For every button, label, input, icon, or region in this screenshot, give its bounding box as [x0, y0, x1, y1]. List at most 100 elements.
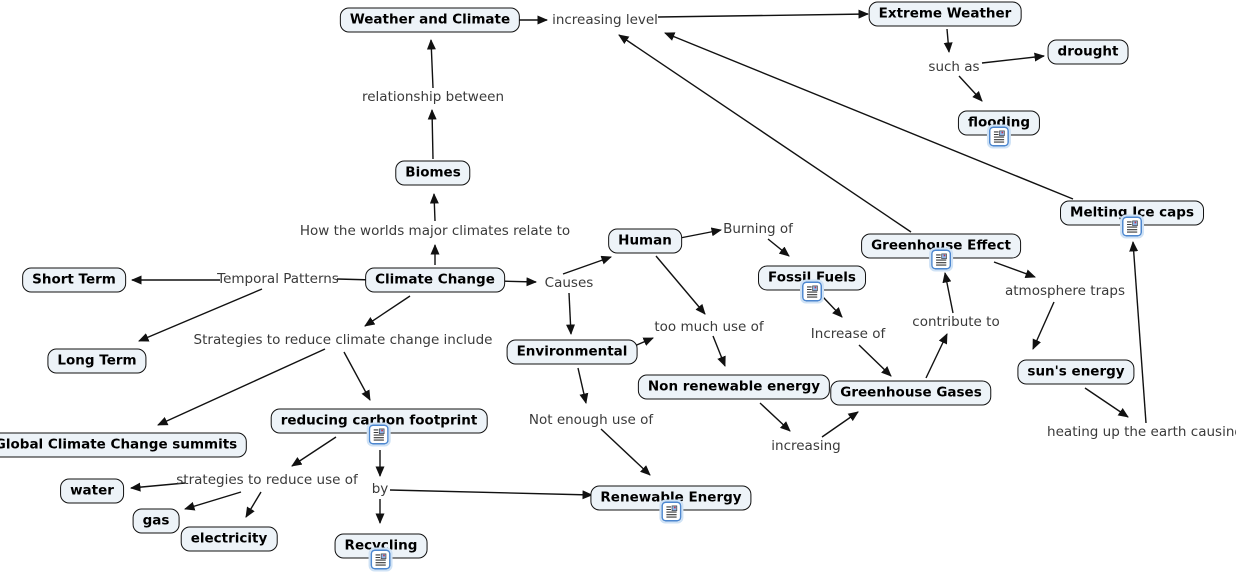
concept-label: Fossil Fuels	[768, 269, 856, 286]
concept-biomes[interactable]: Biomes	[395, 160, 471, 186]
linking-phrase-increasing-level[interactable]: increasing level	[552, 12, 658, 28]
concept-reducing-carbon-footprint[interactable]: reducing carbon footprint	[270, 408, 488, 445]
connector-line	[245, 491, 262, 518]
connector-line	[343, 351, 371, 401]
linking-phrase-increase-of[interactable]: Increase of	[810, 326, 886, 342]
concept-label: reducing carbon footprint	[280, 412, 478, 429]
attached-resource-icon	[370, 549, 391, 570]
resource-icon[interactable]	[930, 249, 951, 270]
connector-line	[600, 428, 651, 476]
concept-greenhouse-effect[interactable]: Greenhouse Effect	[861, 233, 1021, 270]
concept-long-term[interactable]: Long Term	[47, 348, 147, 374]
connector-line	[1129, 241, 1147, 424]
attached-resource-icon	[802, 281, 822, 302]
concept-label: Non renewable energy	[647, 378, 821, 395]
concept-short-term[interactable]: Short Term	[22, 267, 126, 293]
attached-resource-icon	[930, 249, 951, 270]
linking-phrase-relationship-between[interactable]: relationship between	[361, 89, 505, 105]
linking-phrase-causes[interactable]: Causes	[544, 275, 594, 291]
concept-label: Human	[618, 232, 672, 249]
concept-electricity[interactable]: electricity	[180, 526, 278, 552]
concept-recycling[interactable]: Recycling	[334, 533, 428, 570]
concept-non-renewable-energy[interactable]: Non renewable energy	[637, 374, 831, 400]
concept-flooding[interactable]: flooding	[957, 110, 1041, 147]
connector-line	[618, 34, 912, 233]
connector-line	[138, 288, 263, 342]
concept-label: Melting Ice caps	[1070, 204, 1194, 221]
concept-fossil-fuels[interactable]: Fossil Fuels	[758, 265, 866, 302]
concept-gas[interactable]: gas	[132, 508, 180, 534]
concept-climate-change[interactable]: Climate Change	[365, 267, 505, 293]
connector-line	[389, 489, 593, 500]
connector-line	[993, 261, 1036, 278]
concept-label: Greenhouse Effect	[871, 237, 1011, 254]
resource-icon[interactable]	[989, 126, 1009, 147]
concept-label: Biomes	[405, 164, 461, 181]
concept-label: electricity	[190, 530, 268, 547]
concept-label: Environmental	[516, 343, 628, 360]
linking-phrase-burning-of[interactable]: Burning of	[723, 221, 793, 237]
concept-label: Weather and Climate	[349, 11, 511, 28]
connector-line	[291, 436, 337, 467]
resource-icon[interactable]	[802, 281, 822, 302]
linking-phrase-too-much-use-of[interactable]: too much use of	[654, 319, 764, 335]
concept-label: Recycling	[344, 537, 418, 554]
connector-line	[364, 295, 411, 327]
concept-melting-ice-caps[interactable]: Melting Ice caps	[1060, 200, 1204, 237]
concept-drought[interactable]: drought	[1047, 39, 1129, 65]
linking-phrase-strategies-to-reduce-use-of[interactable]: strategies to reduce use of	[176, 472, 358, 488]
connector-line	[429, 193, 439, 222]
linking-phrase-increasing[interactable]: increasing	[771, 438, 841, 454]
connector-line	[858, 344, 892, 377]
connector-line	[822, 296, 843, 318]
attached-resource-icon	[660, 501, 681, 522]
concept-label: Renewable Energy	[600, 489, 742, 506]
connector-line	[943, 28, 953, 53]
linking-phrase-heating-up-the-earth-causing[interactable]: heating up the earth causing	[1047, 424, 1236, 440]
concept-environmental[interactable]: Environmental	[506, 339, 638, 365]
resource-icon[interactable]	[1122, 216, 1142, 237]
resource-icon[interactable]	[370, 549, 391, 570]
concept-label: Short Term	[32, 271, 116, 288]
connector-line	[958, 75, 983, 102]
concept-human[interactable]: Human	[608, 228, 682, 254]
concept-label: flooding	[967, 114, 1031, 131]
linking-phrase-how-the-worlds-major-climates-relate-to[interactable]: How the worlds major climates relate to	[299, 223, 571, 239]
concept-extreme-weather[interactable]: Extreme Weather	[868, 1, 1022, 27]
connector-line	[664, 32, 1074, 200]
concept-water[interactable]: water	[60, 478, 124, 504]
linking-phrase-atmosphere-traps[interactable]: atmosphere traps	[1004, 283, 1126, 299]
linking-phrase-by[interactable]: by	[371, 481, 389, 497]
connector-line	[712, 335, 726, 367]
resource-icon[interactable]	[368, 424, 389, 445]
linking-phrase-such-as[interactable]: such as	[928, 59, 980, 75]
resource-icon[interactable]	[660, 501, 681, 522]
connector-line	[157, 348, 326, 426]
connector-line	[184, 491, 242, 511]
concept-label: gas	[142, 512, 170, 529]
connector-line	[767, 238, 790, 257]
connector-line	[925, 333, 948, 379]
connector-line	[657, 9, 869, 19]
connector-line	[562, 255, 612, 275]
connector-line	[981, 52, 1045, 64]
connector-line	[577, 367, 589, 404]
connector-line	[655, 255, 706, 315]
concept-renewable-energy[interactable]: Renewable Energy	[590, 485, 752, 522]
concept-label: drought	[1057, 43, 1119, 60]
concept-label: Greenhouse Gases	[840, 384, 982, 401]
concept-greenhouse-gases[interactable]: Greenhouse Gases	[830, 380, 992, 406]
connector-line	[821, 411, 859, 438]
connector-line	[426, 39, 436, 89]
concept-suns-energy[interactable]: sun's energy	[1017, 359, 1135, 385]
linking-phrase-temporal-patterns[interactable]: Temporal Patterns	[217, 271, 339, 287]
linking-phrase-strategies-to-reduce-climate-change-include[interactable]: Strategies to reduce climate change incl…	[193, 332, 493, 348]
concept-global-climate-change-summits[interactable]: Global Climate Change summits	[0, 432, 248, 458]
linking-phrase-not-enough-use-of[interactable]: Not enough use of	[528, 412, 654, 428]
concept-label: Global Climate Change summits	[0, 436, 238, 453]
connector-line	[679, 227, 722, 239]
concept-label: water	[70, 482, 114, 499]
linking-phrase-contribute-to[interactable]: contribute to	[912, 314, 1000, 330]
concept-weather-and-climate[interactable]: Weather and Climate	[339, 7, 521, 33]
